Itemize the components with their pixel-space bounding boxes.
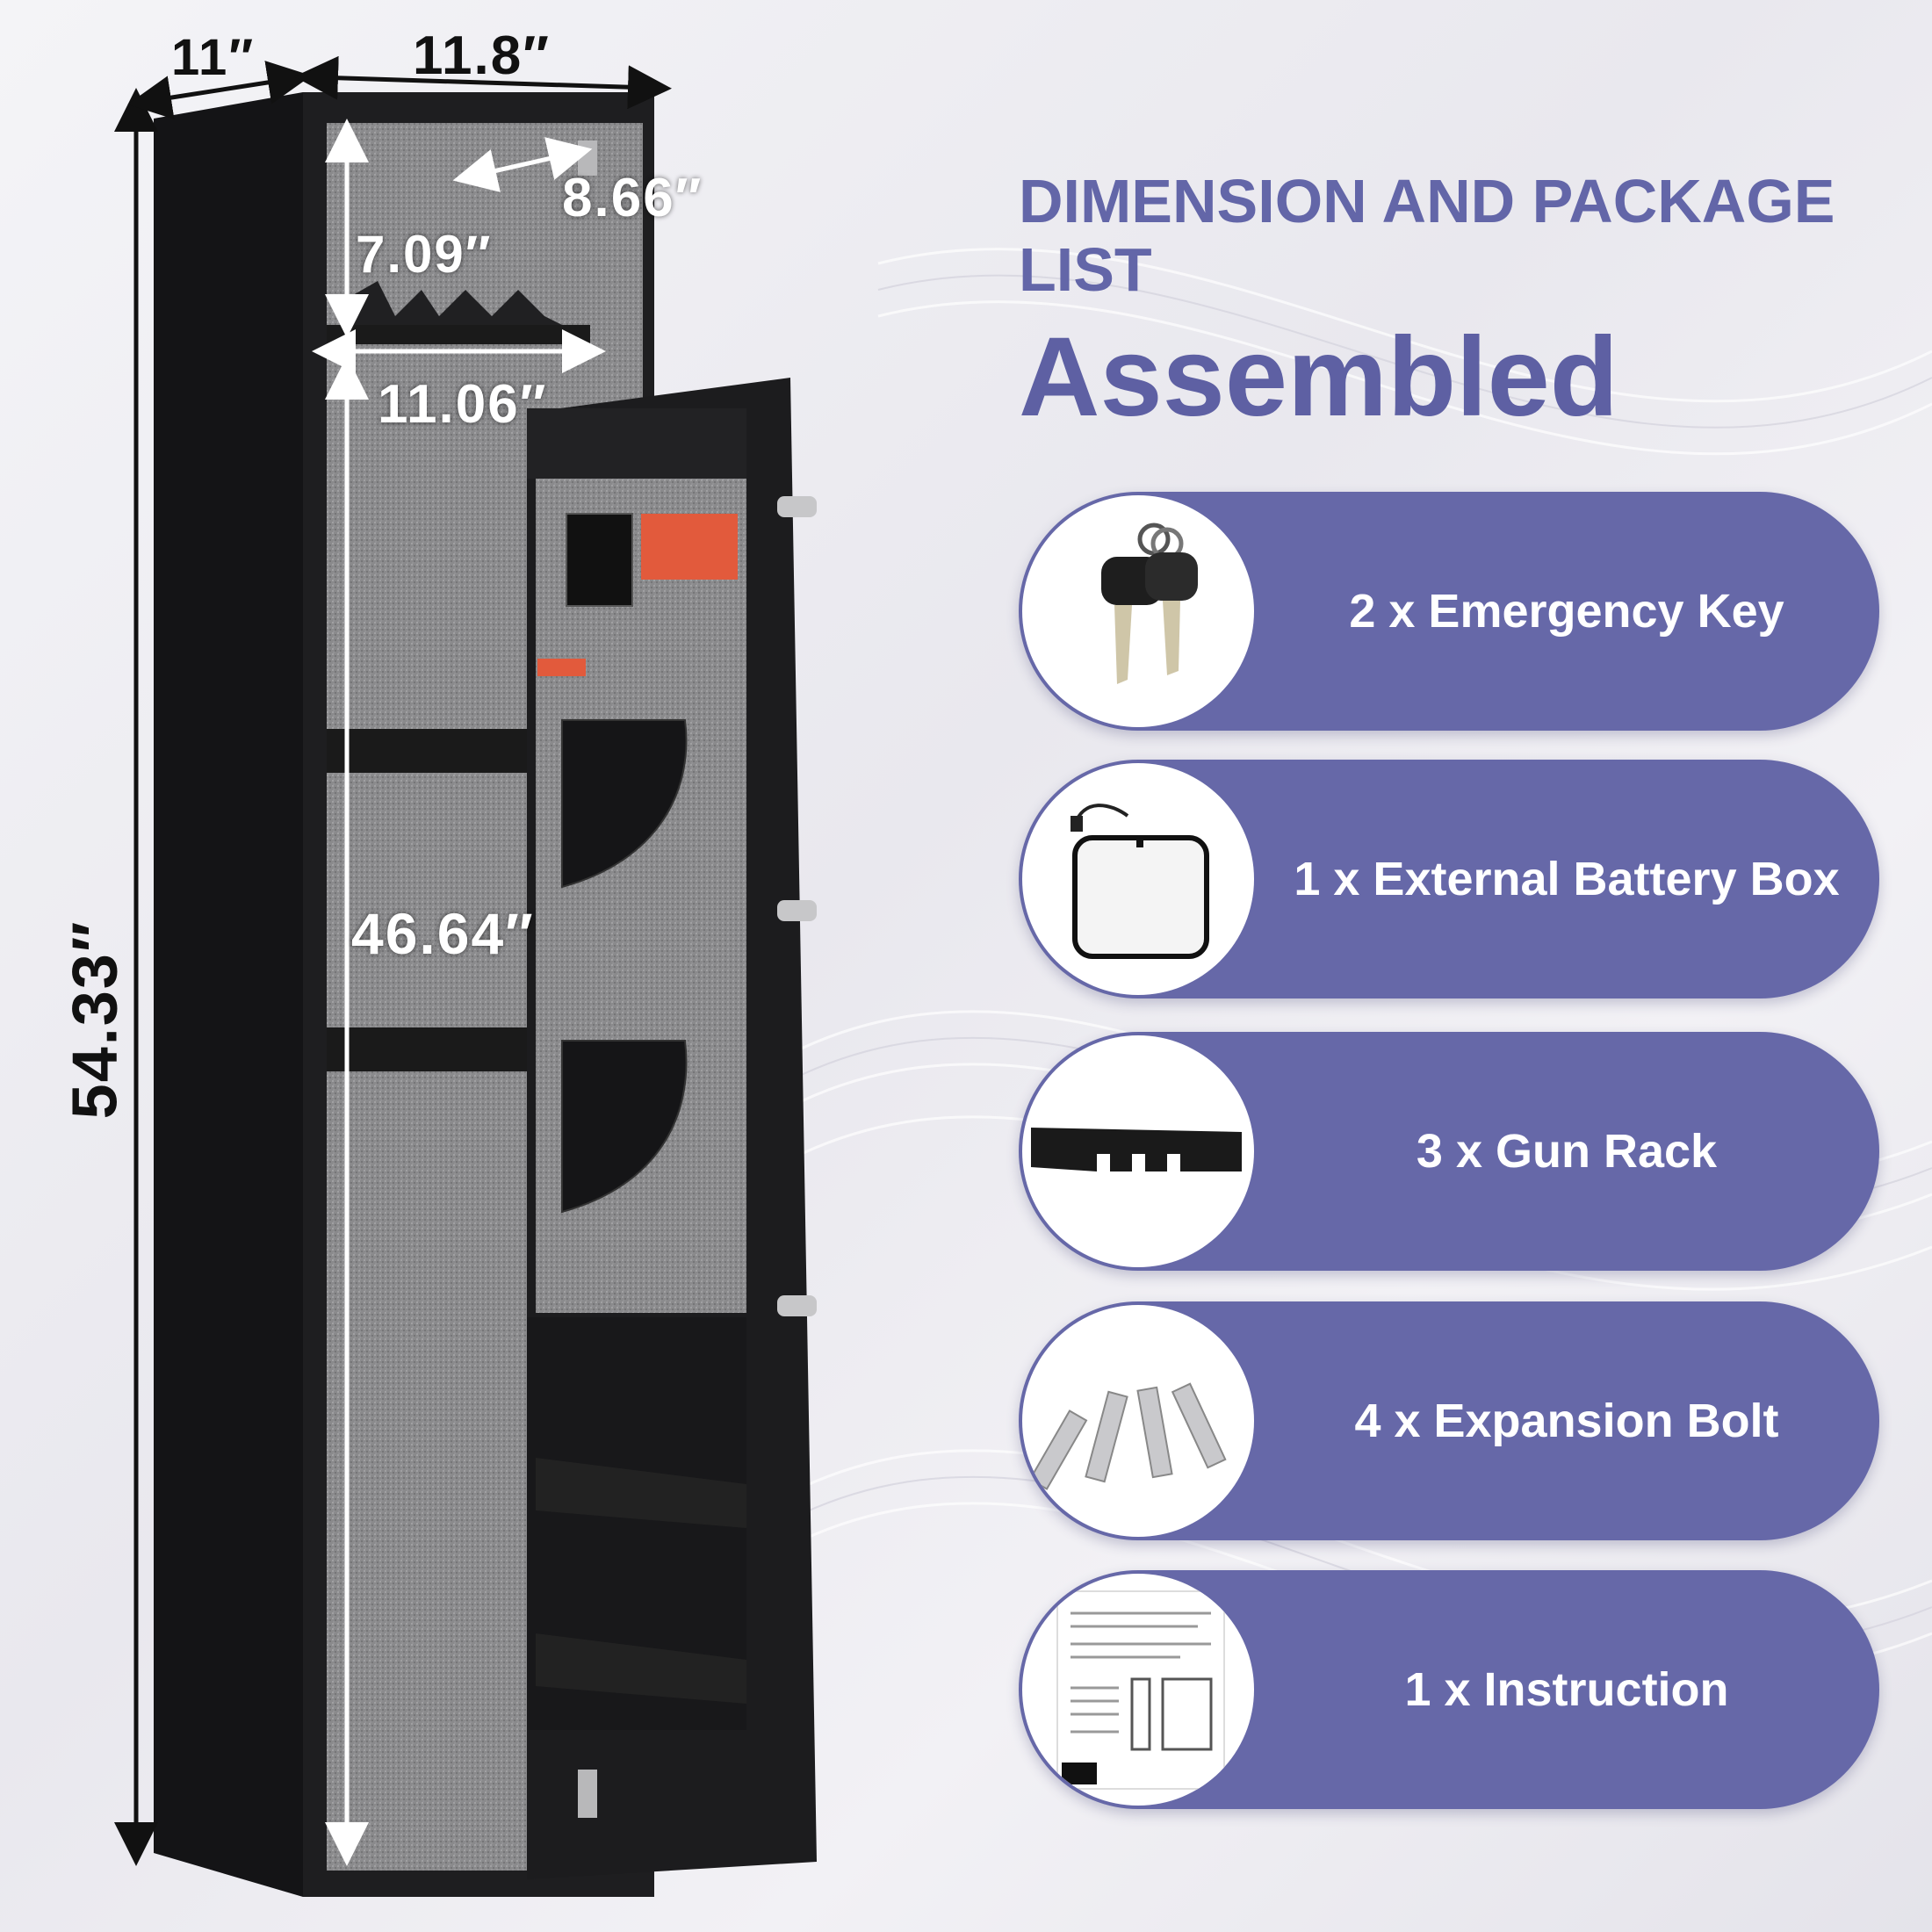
package-item-emergency-key: 2 x Emergency Key <box>1019 492 1879 731</box>
key-icon <box>1022 495 1254 727</box>
inner-height-dimension: 46.64″ <box>351 901 535 966</box>
package-item-label: 1 x Instruction <box>1404 1663 1729 1716</box>
height-dimension: 54.33″ <box>60 919 131 1120</box>
gun-rack-lower <box>327 1027 529 1071</box>
locking-bolt-2 <box>777 900 817 921</box>
assembled-heading: Assembled <box>1019 314 1618 440</box>
top-shelf-rack <box>347 281 562 325</box>
door-pocket-lower <box>561 1040 688 1214</box>
gun-rack-upper <box>327 729 529 773</box>
expansion-bolt-icon <box>1022 1305 1254 1537</box>
door-top-organizer <box>527 408 746 479</box>
gun-safe-illustration <box>114 55 817 1897</box>
gun-rack-icon <box>1022 1035 1254 1267</box>
package-item-label: 4 x Expansion Bolt <box>1354 1395 1779 1447</box>
locking-bolt-3 <box>777 1295 817 1316</box>
instruction-sheet-icon <box>1022 1574 1254 1806</box>
top-shelf-depth-dimension: 8.66″ <box>562 168 703 228</box>
package-item-label: 2 x Emergency Key <box>1349 585 1784 638</box>
package-item-instruction: 1 x Instruction <box>1019 1570 1879 1809</box>
section-heading: DIMENSION AND PACKAGE LIST <box>1019 167 1835 304</box>
top-shelf-height-dimension: 7.09″ <box>356 225 493 284</box>
package-item-battery-box: 1 x External Battery Box <box>1019 760 1879 998</box>
battery-compartment <box>566 513 633 607</box>
width-dimension: 11.8″ <box>413 25 551 86</box>
package-item-gun-rack: 3 x Gun Rack <box>1019 1032 1879 1271</box>
depth-dimension: 11″ <box>171 29 256 86</box>
locking-bolt-1 <box>777 496 817 517</box>
package-item-label: 1 x External Battery Box <box>1294 853 1840 905</box>
inner-width-dimension: 11.06″ <box>378 374 548 435</box>
small-label <box>537 659 586 676</box>
package-item-expansion-bolt: 4 x Expansion Bolt <box>1019 1301 1879 1540</box>
door-pocket-upper <box>561 719 688 889</box>
top-shelf <box>327 325 590 344</box>
warning-label <box>641 514 738 580</box>
safe-side-panel <box>154 92 303 1897</box>
package-item-label: 3 x Gun Rack <box>1416 1125 1718 1178</box>
battery-box-icon <box>1022 763 1254 995</box>
